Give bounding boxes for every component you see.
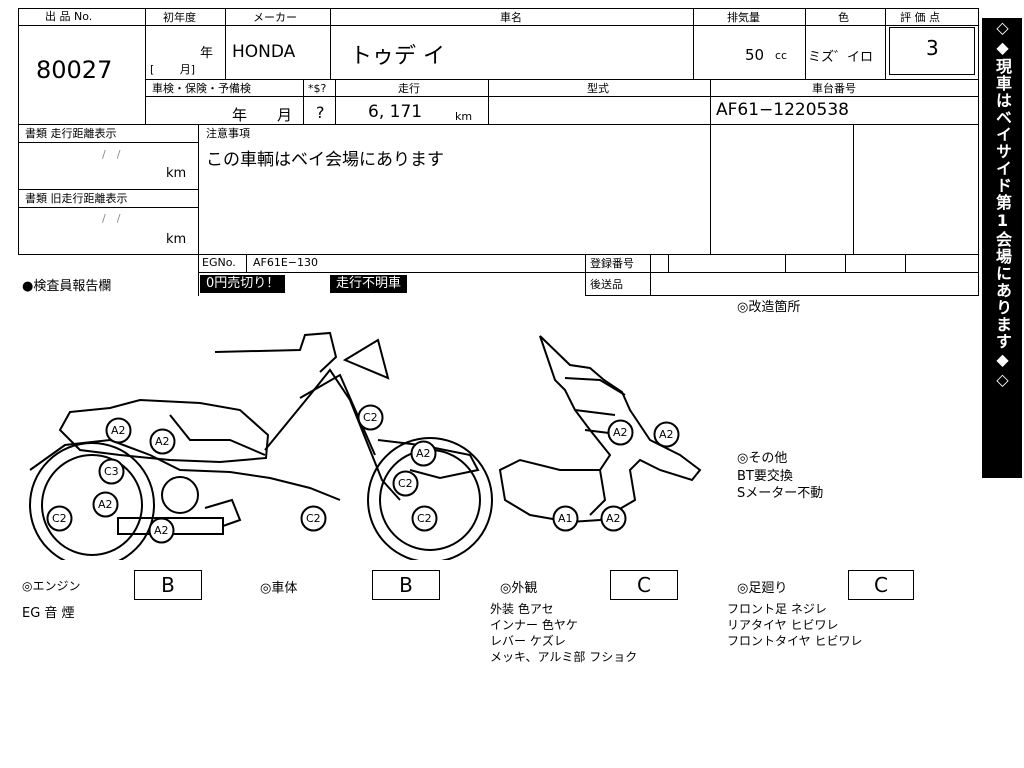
frame-label: 車台番号 [812, 82, 856, 95]
year-label: 初年度 [163, 11, 196, 24]
modifications-label: ◎改造箇所 [737, 300, 801, 315]
body-label: ◎車体 [260, 581, 298, 596]
exterior-note: レバー ケズレ [490, 634, 566, 648]
suspension-note: フロント足 ネジレ [727, 602, 827, 616]
damage-mark: C2 [306, 512, 321, 525]
doc2-label: 書類 旧走行距離表示 [25, 192, 128, 205]
damage-circle [411, 505, 438, 532]
damage-mark: C2 [363, 411, 378, 424]
other-line2: Sメーター不動 [737, 486, 824, 501]
registration-label: 登録番号 [590, 257, 634, 270]
exterior-note: インナー 色ヤケ [490, 618, 578, 632]
cc-value: 50 [745, 46, 765, 64]
damage-circle [357, 404, 384, 431]
damage-circle [600, 505, 627, 532]
engine-label: ◎エンジン [22, 579, 81, 593]
exterior-note: 外装 色アセ [490, 602, 554, 616]
damage-mark: A2 [613, 426, 628, 439]
suspension-label: ◎足廻り [737, 581, 788, 596]
damage-circle [552, 505, 579, 532]
body-grade: B [372, 570, 440, 600]
doc2-date: / / [102, 212, 121, 225]
doc2-unit: km [166, 232, 187, 247]
damage-circle [149, 428, 176, 455]
inspection-label: 車検・保険・予備検 [152, 82, 251, 95]
damage-mark: C2 [417, 512, 432, 525]
damage-mark: C3 [104, 465, 119, 478]
egno-label: EGNo. [202, 256, 236, 269]
maker-label: メーカー [253, 11, 297, 24]
year-value: 年 [200, 46, 214, 61]
other-line1: BT要交換 [737, 469, 793, 484]
shipping-label: 後送品 [590, 278, 623, 291]
color-label: 色 [838, 11, 849, 24]
sold-banner: 0円売切り！ [200, 275, 286, 293]
suspension-note: リアタイヤ ヒビワレ [727, 618, 839, 632]
scooter-diagram [29, 331, 702, 560]
suspension-note: フロントタイヤ ヒビワレ [727, 634, 863, 648]
maker-value: HONDA [232, 42, 296, 62]
cc-label: 排気量 [727, 11, 760, 24]
damage-mark: A2 [111, 424, 126, 437]
lot-number: 80027 [36, 56, 113, 84]
damage-circle [607, 419, 634, 446]
mileage-value: 6, 171 [368, 102, 423, 122]
damage-circle [46, 505, 73, 532]
side-banner-text: ◇◆現車はベイサイド第1会場にあります◆◇ [993, 18, 1012, 390]
mileage-unit: km [455, 110, 473, 123]
doc1-unit: km [166, 166, 187, 181]
damage-circle [392, 470, 419, 497]
cc-unit: cc [775, 49, 788, 62]
damage-circle [148, 517, 175, 544]
frame-value: AF61−1220538 [716, 100, 849, 120]
damage-mark: A2 [606, 512, 621, 525]
damage-mark: A2 [98, 498, 113, 511]
score-value: 3 [926, 36, 939, 60]
side-banner: ◇◆現車はベイサイド第1会場にあります◆◇ [982, 18, 1022, 478]
exterior-grade: C [610, 570, 678, 600]
name-label: 車名 [500, 11, 522, 24]
doc1-label: 書類 走行距離表示 [25, 127, 117, 140]
damage-circle [300, 505, 327, 532]
doc1-date: / / [102, 148, 121, 161]
score-box [889, 27, 975, 75]
color-value: ミズ゛イロ [808, 50, 874, 65]
damage-circle [653, 421, 680, 448]
egno-value: AF61E−130 [253, 256, 319, 269]
notes-label: 注意事項 [206, 127, 250, 140]
sp-label: *$? [308, 82, 327, 95]
damage-circle [105, 417, 132, 444]
name-value: トゥデ イ [350, 44, 445, 69]
inspector-report-label: ●検査員報告欄 [22, 279, 112, 294]
damage-circle [98, 458, 125, 485]
inspection-value: 年 月 [232, 106, 293, 124]
engine-grade: B [134, 570, 202, 600]
damage-mark: A2 [416, 447, 431, 460]
exterior-note: メッキ、アルミ部 フショク [490, 650, 638, 664]
mileage-unknown-banner: 走行不明車 [330, 275, 408, 293]
exterior-label: ◎外観 [500, 581, 538, 596]
suspension-grade: C [848, 570, 914, 600]
damage-mark: A2 [659, 428, 674, 441]
month-value: [ 月] [150, 63, 196, 76]
other-label: ◎その他 [737, 451, 788, 466]
damage-mark: A1 [558, 512, 573, 525]
damage-circle [410, 440, 437, 467]
sp-value: ? [316, 103, 325, 122]
score-label: 評 価 点 [900, 11, 940, 24]
lot-label: 出 品 No. [45, 10, 93, 23]
notes-text: この車輌はベイ会場にあります [206, 150, 444, 170]
model-label: 型式 [587, 82, 609, 95]
damage-mark: A2 [154, 524, 169, 537]
engine-note: EG 音 煙 [22, 606, 75, 621]
damage-mark: C2 [398, 477, 413, 490]
damage-mark: C2 [52, 512, 67, 525]
mileage-label: 走行 [398, 82, 420, 95]
damage-circle [92, 491, 119, 518]
damage-mark: A2 [155, 435, 170, 448]
